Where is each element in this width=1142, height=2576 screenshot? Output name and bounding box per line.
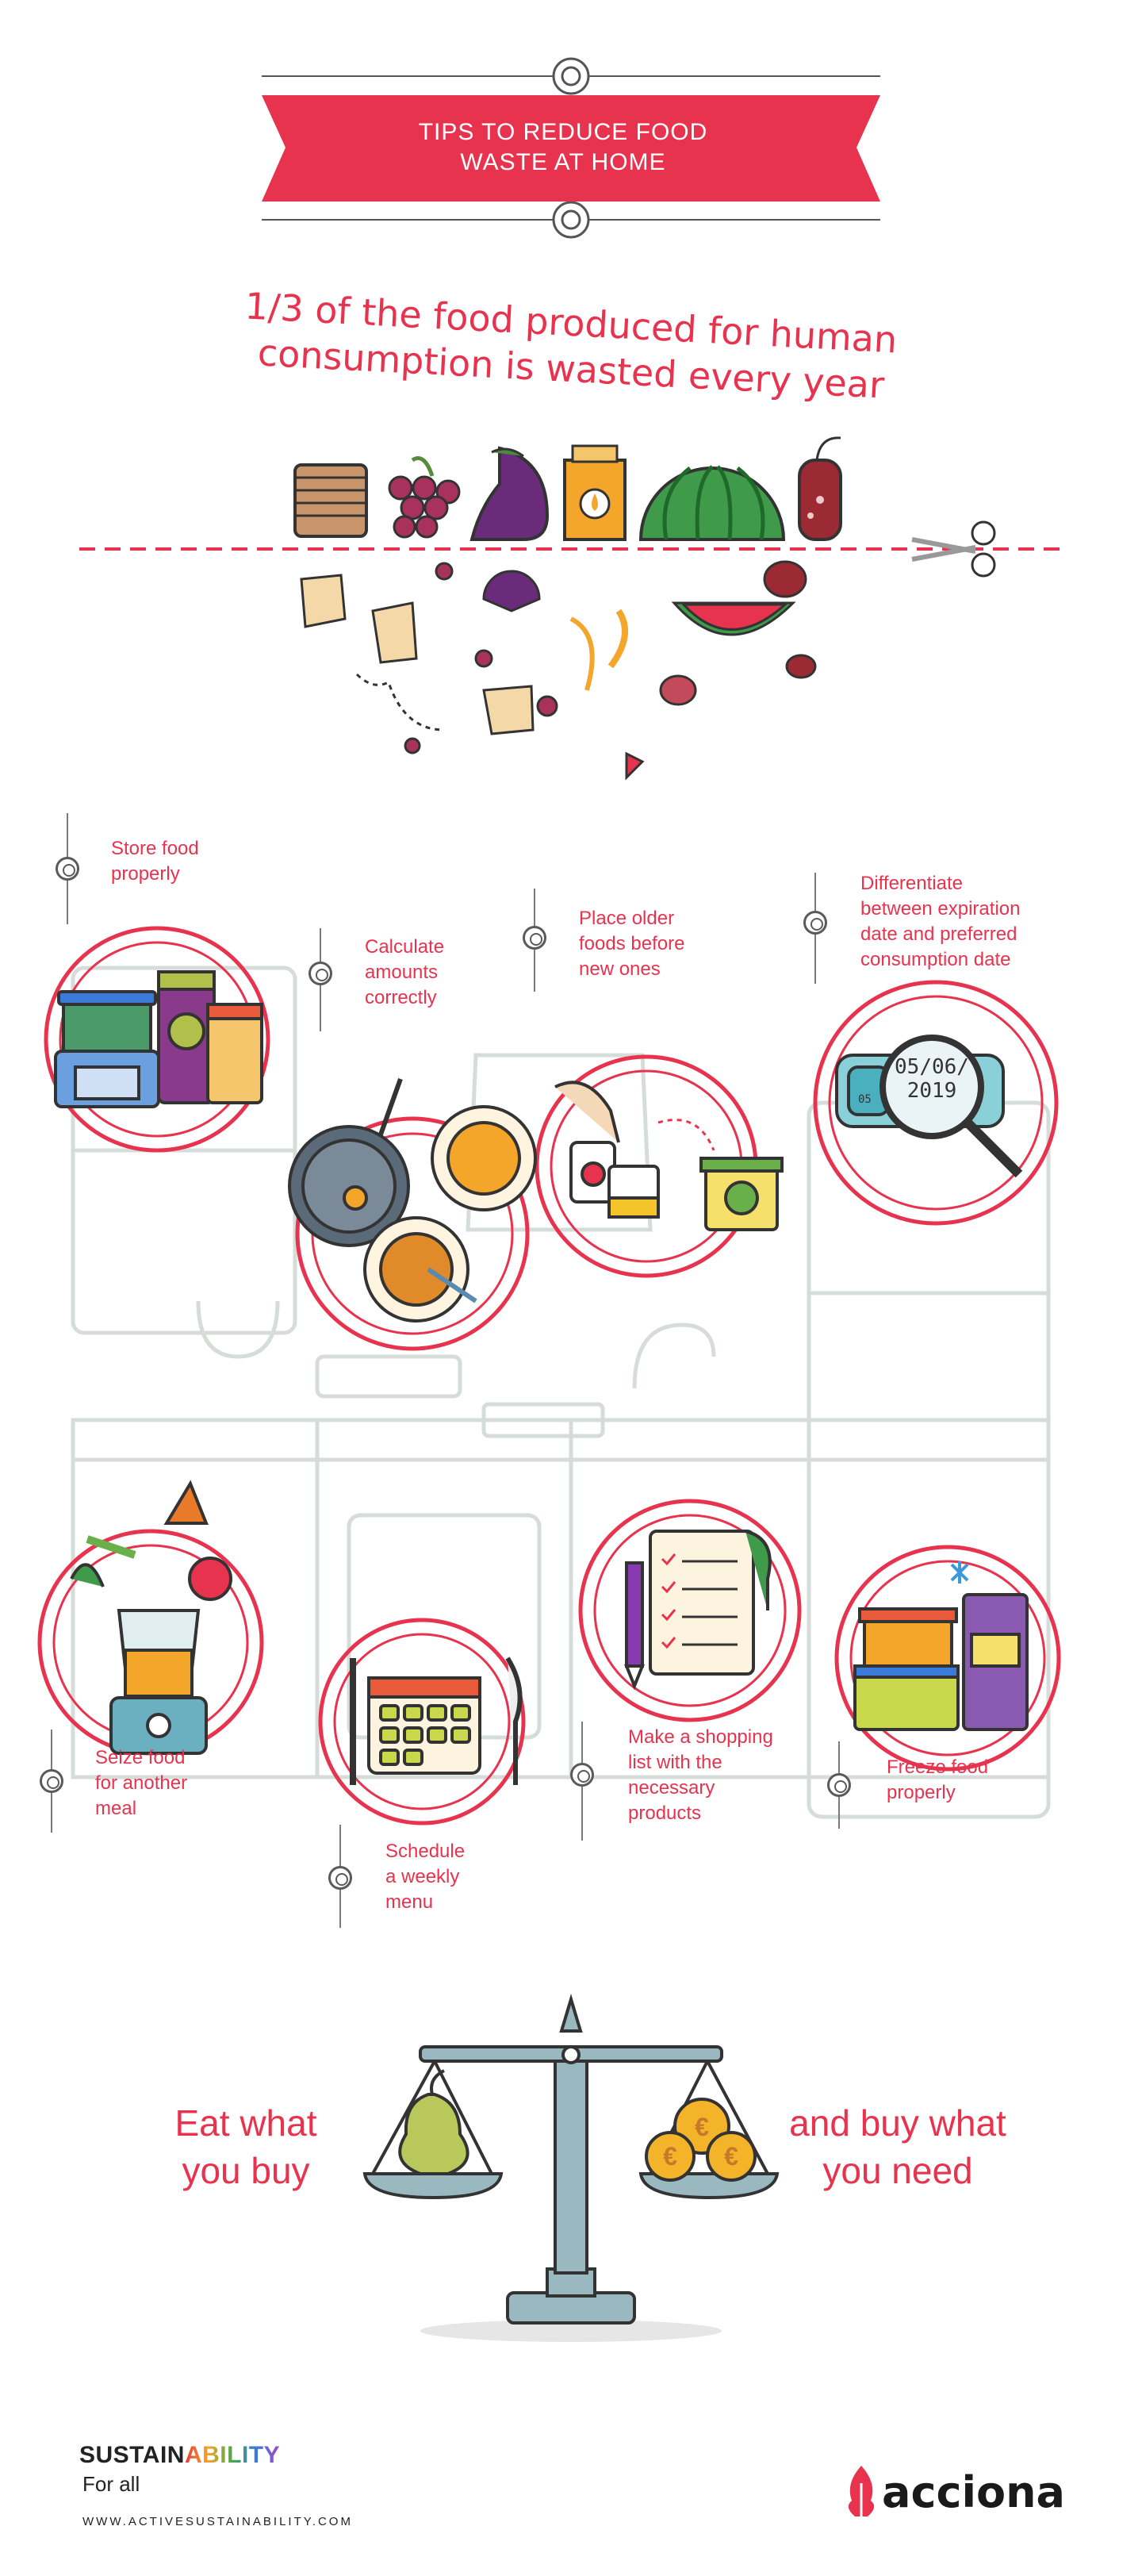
date-label: 05/06/ 2019 [895,1055,969,1103]
eggplant-icon [469,446,550,541]
euro-coin-icon [645,2098,757,2182]
tip-dot-store [56,857,79,881]
svg-text:€: € [663,2142,677,2171]
pear-icon [398,2069,469,2175]
freezer-containers-icon [853,1593,1029,1731]
salami-icon [798,436,842,541]
date-prefix: 05 [858,1093,872,1106]
blender-icon [70,1480,232,1755]
bread-icon [293,463,368,538]
acciona-logo: acciona [882,2467,1065,2517]
juice-carton-icon [563,444,627,541]
svg-text:€: € [724,2142,738,2171]
food-scraps [300,560,817,781]
scissors-icon [911,520,996,578]
tip-dot-older [523,926,546,950]
shopping-list-icon [649,1530,772,1676]
tip-dot-schedule [328,1866,352,1890]
jars-icon [554,1081,784,1231]
tip-dot-seize [40,1769,63,1793]
kitchen-background [71,966,1051,1819]
knife-icon [505,1657,523,1785]
tip-dot-calculate [308,962,332,985]
tip-dot-shopping [570,1763,594,1787]
pot-and-bowls-icon [288,1077,537,1323]
grapes-icon [388,456,461,539]
svg-text:€: € [695,2113,709,2141]
banner-title: TIPS TO REDUCE FOOD WASTE AT HOME [418,119,708,175]
balance-scale-illustration: € € € [362,1994,780,2342]
sustainability-tagline: For all [82,2472,140,2496]
pencil-icon [624,1561,645,1691]
snowflake-icon [950,1561,969,1584]
acciona-tree-icon [848,2466,875,2520]
food-illustration [79,436,1063,781]
watermelon-icon [638,465,786,541]
sustainability-logo: SUSTAINABILITY [79,2442,281,2468]
containers-icon [54,970,263,1108]
website-url[interactable]: WWW.ACTIVESUSTAINABILITY.COM [82,2515,353,2528]
tip-dot-differentiate [803,911,827,935]
tip-dot-freeze [827,1773,851,1797]
header-banner [262,57,880,239]
tip-circles [37,926,1061,1825]
magnifier-icon [835,1035,1023,1178]
calendar-icon [367,1676,481,1775]
